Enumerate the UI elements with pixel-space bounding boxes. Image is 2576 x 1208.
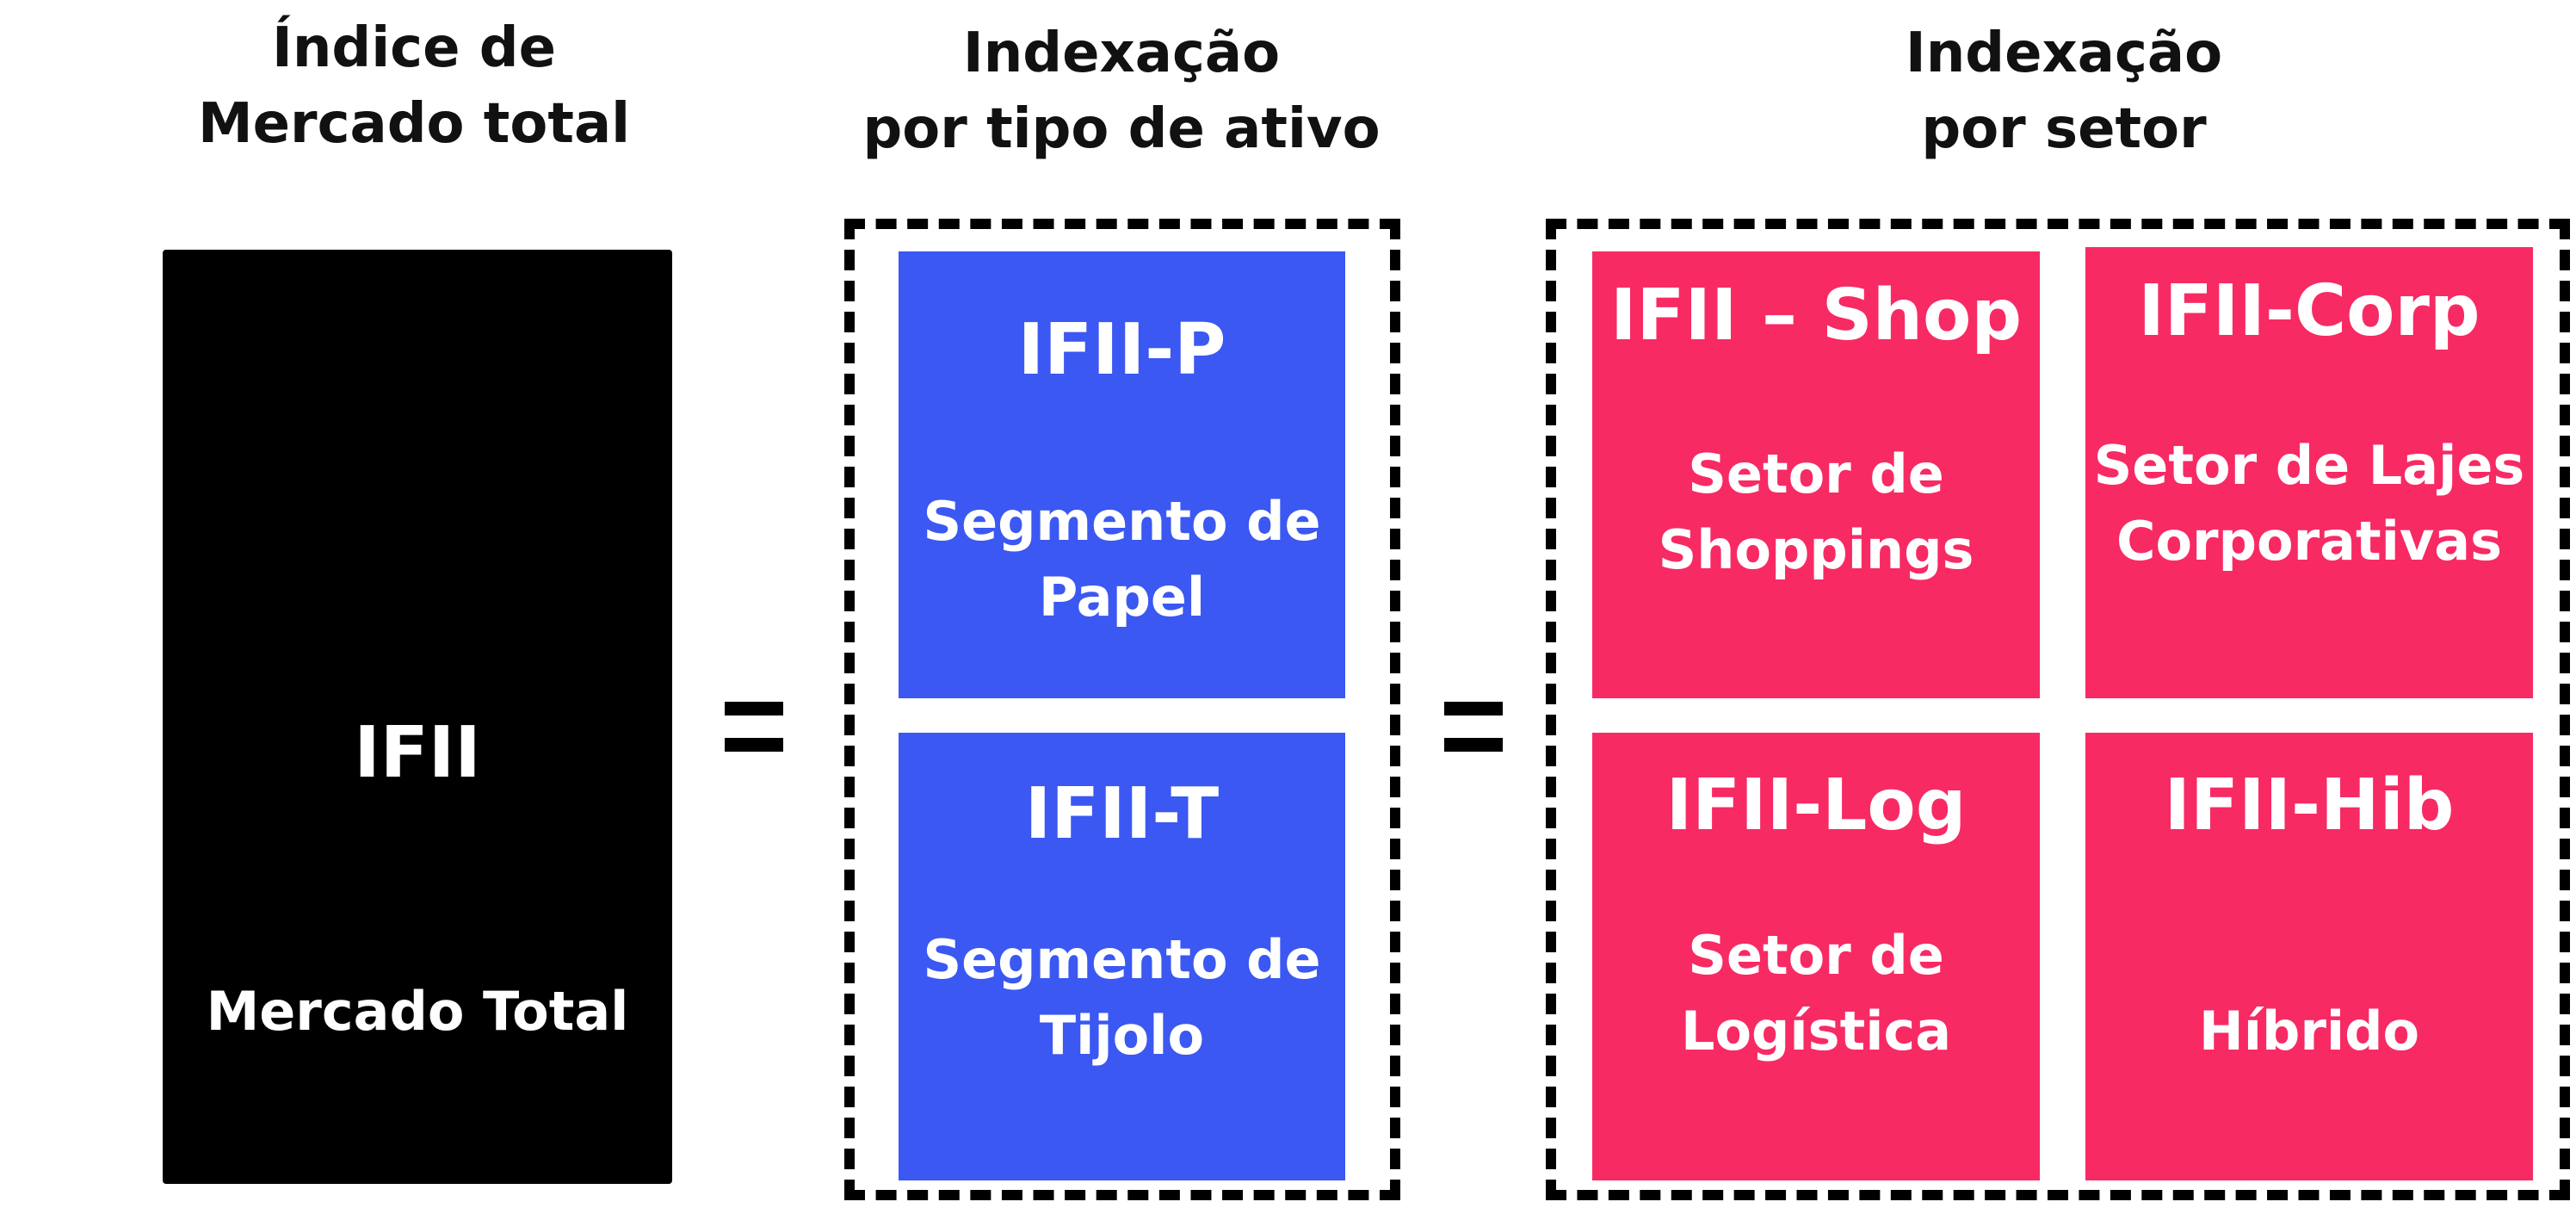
equals-sign-2 <box>1444 702 1503 753</box>
box-ifii-total: IFII Mercado Total <box>163 250 672 1184</box>
heading-line: Índice de <box>272 16 556 80</box>
box-subtitle: Mercado Total <box>206 980 629 1043</box>
box-ifii-corp: IFII-Corp Setor de Lajes Corporativas <box>2085 247 2533 698</box>
box-title: IFII-P <box>1017 309 1226 391</box>
box-subtitle: Setor de <box>1688 443 1944 505</box>
box-subtitle: Segmento de <box>923 490 1321 553</box>
sector-group <box>1546 219 2570 1200</box>
heading-line: Indexação <box>962 22 1281 85</box>
heading-total-market: Índice de Mercado total <box>198 10 630 162</box>
box-subtitle: Corporativas <box>2116 510 2503 573</box>
box-subtitle: Papel <box>1038 566 1206 629</box>
heading-asset-type: Indexação por tipo de ativo <box>862 15 1380 167</box>
box-ifii-t: IFII-T Segmento de Tijolo <box>899 733 1345 1180</box>
box-subtitle: Setor de <box>1688 924 1944 987</box>
heading-sector: Indexação por setor <box>1906 15 2222 167</box>
box-ifii-log: IFII-Log Setor de Logística <box>1592 733 2040 1180</box>
box-subtitle: Setor de Lajes <box>2093 434 2525 497</box>
box-title: IFII <box>354 712 481 794</box>
box-subtitle <box>2085 918 2533 994</box>
box-ifii-hib: IFII-Hib Híbrido <box>2085 733 2533 1180</box>
box-title: IFII-Corp <box>2138 270 2480 352</box>
heading-line: por setor <box>1921 97 2207 161</box>
box-subtitle: Híbrido <box>2198 1000 2420 1062</box>
box-title: IFII – Shop <box>1609 275 2023 356</box>
asset-type-group <box>844 219 1400 1200</box>
box-subtitle: Segmento de <box>923 928 1321 991</box>
box-subtitle: Tijolo <box>1039 1004 1205 1067</box>
heading-line: por tipo de ativo <box>862 97 1381 161</box>
heading-line: Indexação <box>1905 22 2223 85</box>
heading-line: Mercado total <box>197 92 631 156</box>
box-title: IFII-Log <box>1665 765 1967 846</box>
box-title: IFII-T <box>1024 773 1220 855</box>
box-ifii-p: IFII-P Segmento de Papel <box>899 251 1345 698</box>
box-ifii-shop: IFII – Shop Setor de Shoppings <box>1592 251 2040 698</box>
box-subtitle: Logística <box>1680 1000 1952 1062</box>
box-title: IFII-Hib <box>2164 765 2455 846</box>
equals-sign-1 <box>725 702 783 753</box>
box-subtitle: Shoppings <box>1658 518 1974 581</box>
